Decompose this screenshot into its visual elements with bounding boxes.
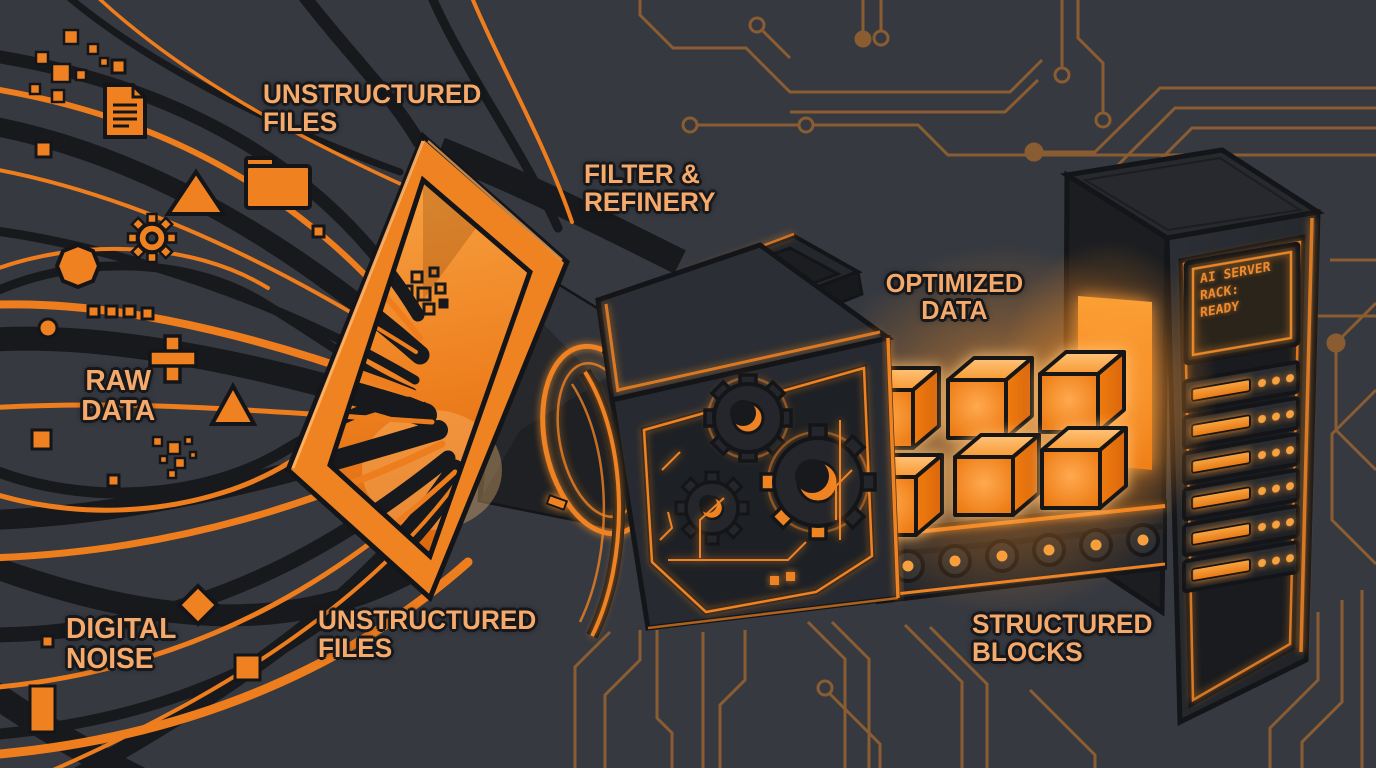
gear-icon xyxy=(703,373,793,463)
data-cube xyxy=(946,356,1034,440)
document-icon xyxy=(103,83,147,139)
label-structured-blocks: STRUCTURED BLOCKS xyxy=(972,609,1153,668)
label-unstructured-files-bottom: UNSTRUCTURED FILES xyxy=(318,605,537,664)
panel-circuit-traces xyxy=(659,420,853,561)
scatter-icons xyxy=(28,28,449,734)
label-filter-refinery: FILTER & REFINERY xyxy=(584,159,716,218)
data-cube xyxy=(1040,426,1128,510)
data-cube xyxy=(953,433,1041,517)
diamond-icon xyxy=(176,583,220,627)
label-raw-data: RAW DATA xyxy=(81,365,156,428)
server-slot xyxy=(1182,432,1300,486)
triangle-icon xyxy=(164,168,258,426)
octagon-icon xyxy=(54,242,102,290)
gear-icon xyxy=(126,212,178,264)
plus-icon xyxy=(148,334,198,384)
pixel-cluster-icon xyxy=(28,28,110,104)
circle-icon xyxy=(37,317,59,339)
label-unstructured-files-top: UNSTRUCTURED FILES xyxy=(263,79,482,138)
server-slot xyxy=(1182,540,1300,594)
refinery-machine xyxy=(570,232,901,639)
square-icon xyxy=(28,58,326,734)
server-slot xyxy=(1182,468,1300,522)
pixel-cluster-icon xyxy=(151,435,198,480)
funnel-frame xyxy=(285,131,570,603)
server-slot xyxy=(1182,504,1300,558)
data-cube xyxy=(1038,350,1126,434)
label-digital-noise: DIGITAL NOISE xyxy=(66,613,177,676)
label-optimized-data: OPTIMIZED DATA xyxy=(885,268,1024,326)
pixel-cluster-icon xyxy=(402,266,449,316)
folder-icon xyxy=(244,156,312,210)
data-streams xyxy=(0,0,574,768)
